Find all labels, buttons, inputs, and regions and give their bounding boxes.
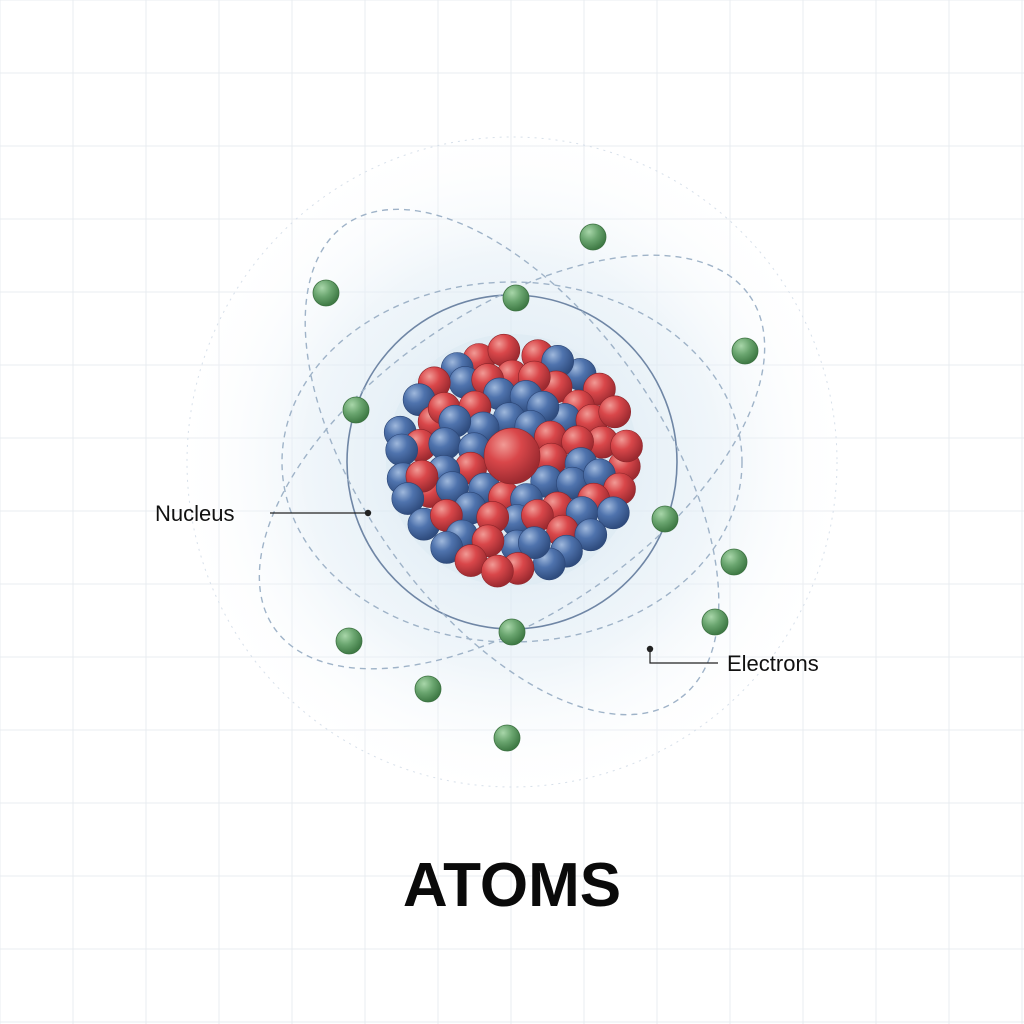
electron	[701, 608, 729, 636]
electron	[498, 618, 526, 646]
nucleus-callout: Nucleus	[155, 501, 372, 526]
proton	[610, 429, 643, 463]
electron	[414, 675, 442, 703]
electron	[720, 548, 748, 576]
nucleus	[383, 333, 643, 588]
electrons-callout: Electrons	[646, 645, 819, 676]
electron	[312, 279, 340, 307]
electron	[502, 284, 530, 312]
central-proton	[483, 427, 541, 485]
electrons-leader-line	[649, 649, 718, 664]
neutron	[428, 427, 462, 461]
proton	[598, 395, 632, 429]
neutron	[596, 496, 630, 530]
orbit-tilted-right	[304, 208, 720, 716]
nucleus-leader-dot	[364, 509, 372, 517]
electrons	[312, 223, 759, 752]
electron	[342, 396, 370, 424]
neutron	[574, 518, 608, 552]
electron	[731, 337, 759, 365]
outer-faint-orbit	[186, 136, 838, 788]
electron	[651, 505, 679, 533]
neutron	[385, 433, 419, 467]
neutron	[391, 482, 425, 515]
electron	[493, 724, 521, 752]
electrons-label: Electrons	[727, 651, 819, 676]
orbit-tilted-left	[258, 254, 766, 670]
electron	[579, 223, 607, 251]
neutron	[517, 526, 551, 560]
proton	[481, 554, 514, 588]
diagram-title: ATOMS	[403, 851, 621, 920]
nucleus-label: Nucleus	[155, 501, 234, 526]
electron	[335, 627, 363, 655]
